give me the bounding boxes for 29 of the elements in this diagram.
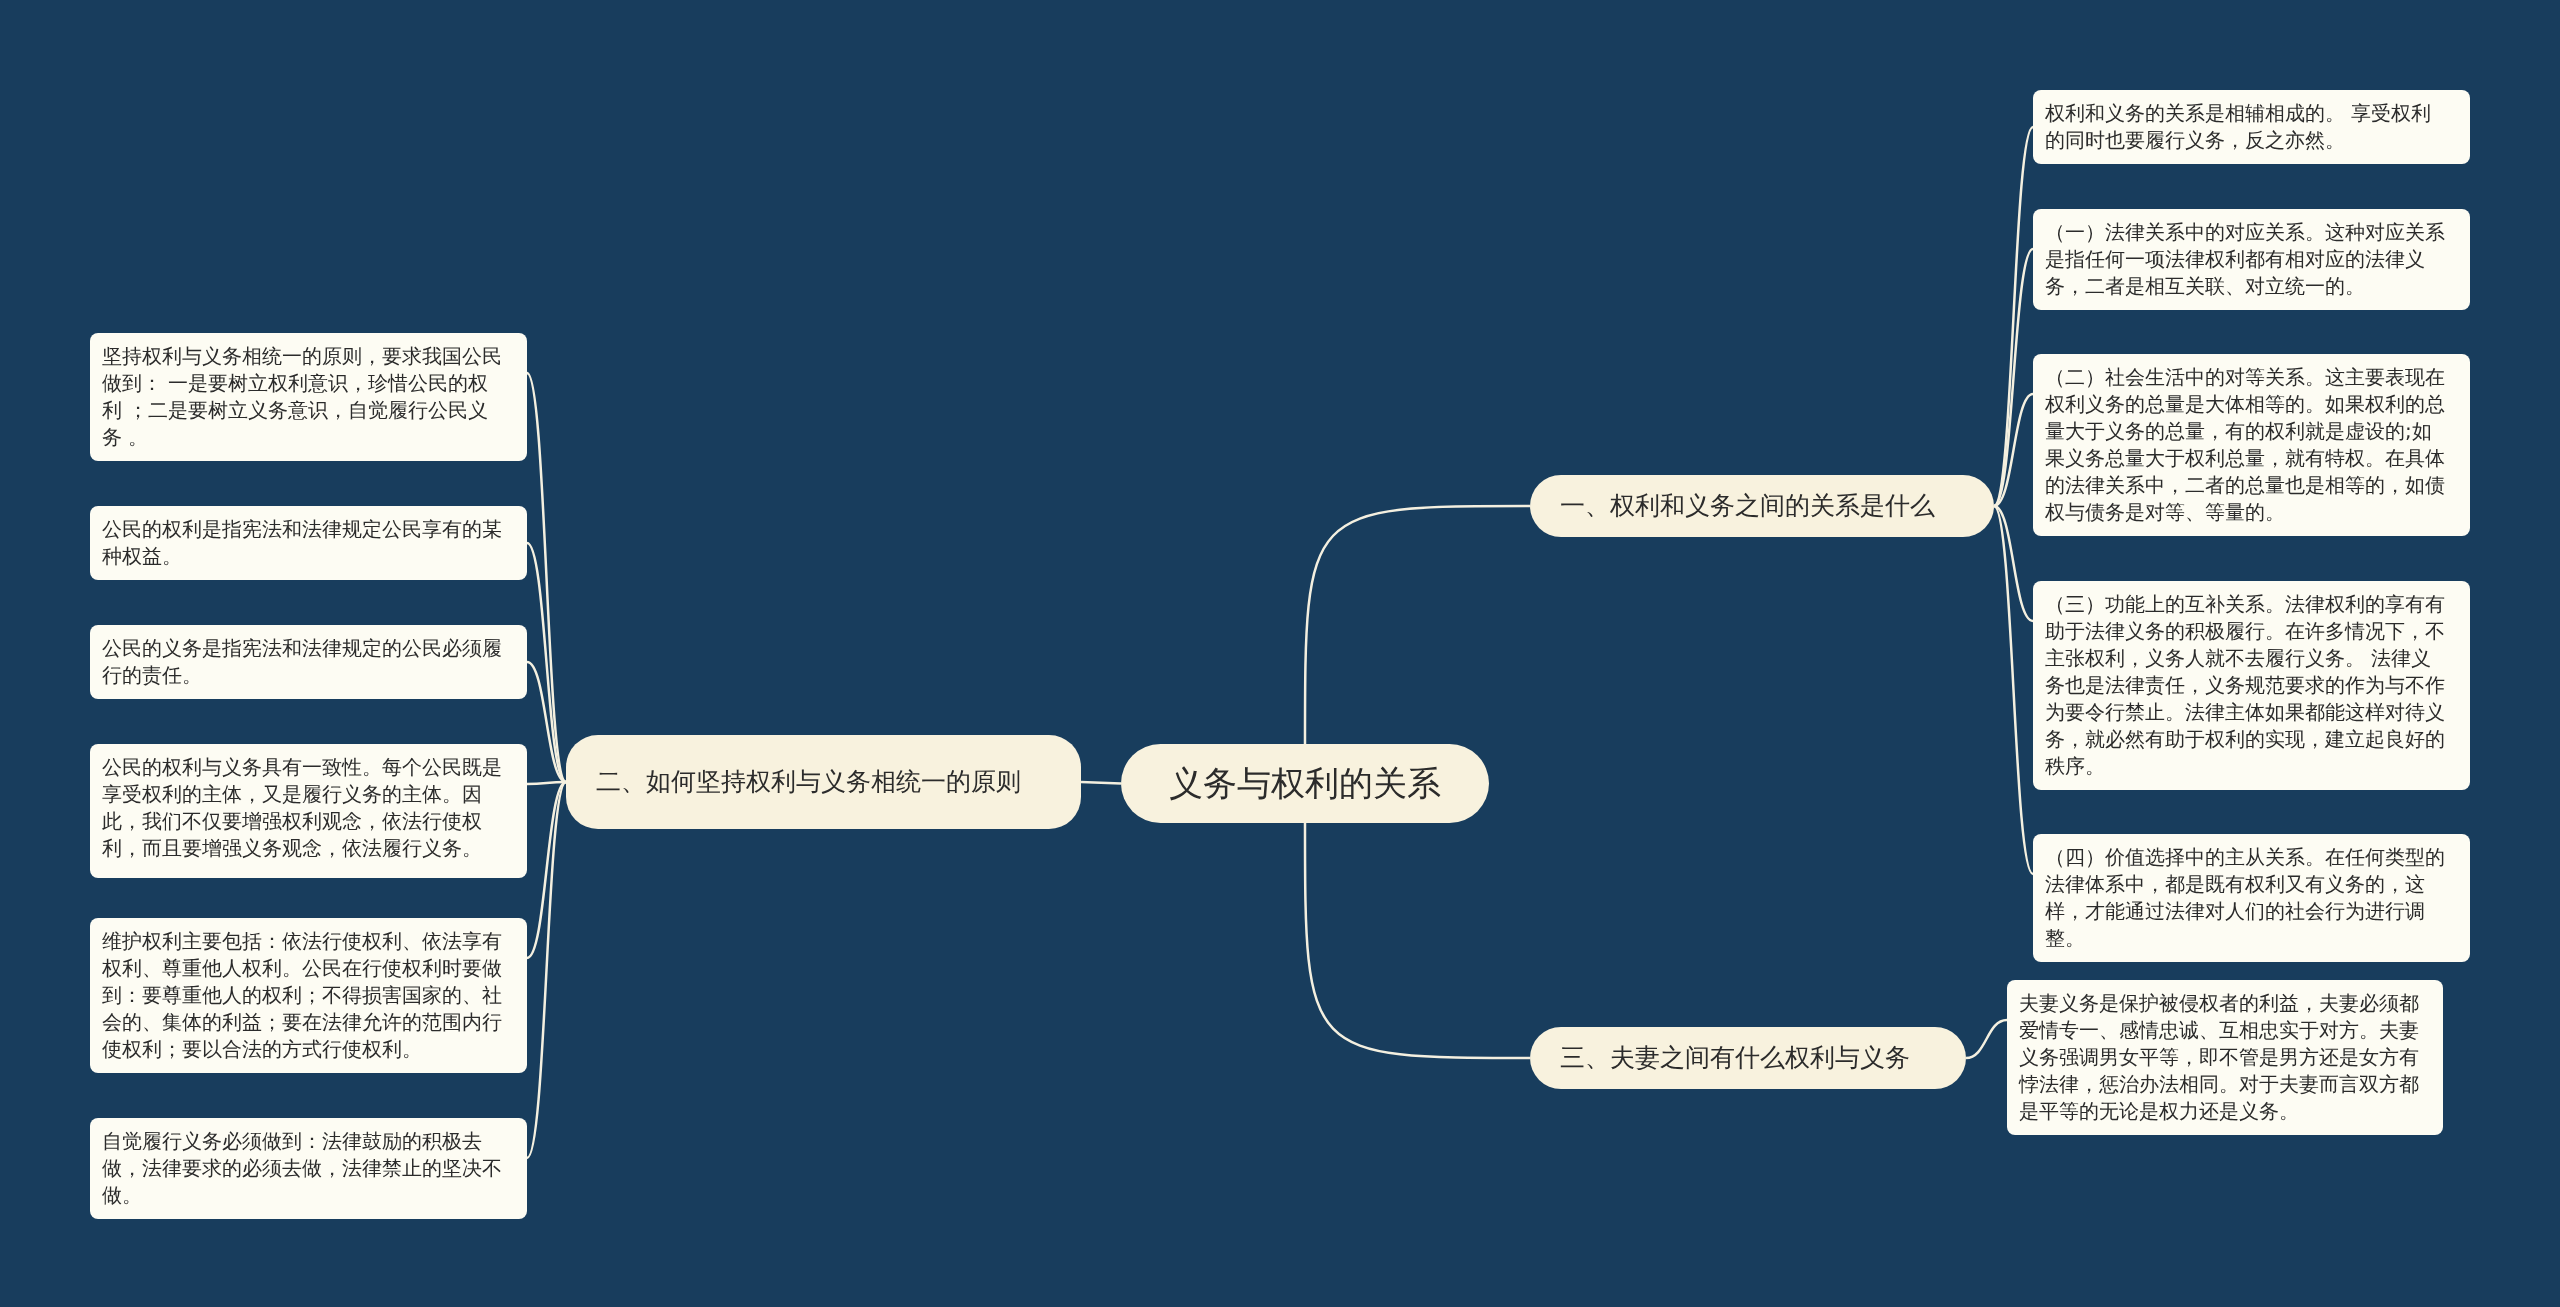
note-card: 坚持权利与义务相统一的原则，要求我国公民做到： 一是要树立权利意识，珍惜公民的权利 ；二是要树立义务意识，自觉履行公民义务 。 — [90, 333, 527, 461]
branch-topic: 三、夫妻之间有什么权利与义务 — [1530, 1027, 1966, 1089]
note-card: 夫妻义务是保护被侵权者的利益，夫妻必须都爱情专一、感情忠诚、互相忠实于对方。夫妻义务强调男女平等，即不管是男方还是女方有悖法律，惩治办法相同。对于夫妻而言双方都是平等的无论是权力还是义务。 — [2007, 980, 2443, 1135]
note-card: （一）法律关系中的对应关系。这种对应关系是指任何一项法律权利都有相对应的法律义务，二者是相互关联、对立统一的。 — [2033, 209, 2470, 310]
branch-topic: 二、如何坚持权利与义务相统一的原则 — [566, 735, 1081, 829]
note-card: 公民的权利是指宪法和法律规定公民享有的某种权益。 — [90, 506, 527, 580]
note-card: 维护权利主要包括：依法行使权利、依法享有权利、尊重他人权利。公民在行使权利时要做到：要尊重他人的权利；不得损害国家的、社会的、集体的利益；要在法律允许的范围内行使权利；要以合法的方式行使权利。 — [90, 918, 527, 1073]
connector-line — [526, 781, 567, 959]
connector-line — [1993, 392, 2034, 508]
note-card: （三）功能上的互补关系。法律权利的享有有助于法律义务的积极履行。在许多情况下，不主张权利，义务人就不去履行义务。 法律义务也是法律责任，义务规范要求的作为与不作为要令行禁止。法律主体如果都能这样对待义务，就必然有助于权利的实现，建立起良好的秩序。 — [2033, 581, 2470, 790]
note-card: 自觉履行义务必须做到：法律鼓励的积极去做，法律要求的必须去做，法律禁止的坚决不做。 — [90, 1118, 527, 1219]
connector-line — [1992, 126, 2035, 507]
branch-topic: 一、权利和义务之间的关系是什么 — [1530, 475, 1994, 537]
note-card: 权利和义务的关系是相辅相成的。 享受权利的同时也要履行义务，反之亦然。 — [2033, 90, 2470, 164]
central-topic: 义务与权利的关系 — [1121, 744, 1489, 823]
note-card: 公民的权利与义务具有一致性。每个公民既是享受权利的主体，又是履行义务的主体。因此，我们不仅要增强权利观念，依法行使权利，而且要增强义务观念，依法履行义务。 — [90, 744, 527, 878]
connector-line — [527, 780, 566, 786]
note-card: （二）社会生活中的对等关系。这主要表现在权利义务的总量是大体相等的。如果权利的总量大于义务的总量，有的权利就是虚设的;如果义务总量大于权利总量，就有特权。在具体的法律关系中，二者的总量也是相等的，如债权与债务是对等、等量的。 — [2033, 354, 2470, 536]
connector-line — [1303, 823, 1530, 1060]
connector-line — [526, 542, 567, 783]
connector-line — [1965, 1018, 2008, 1060]
connector-line — [1993, 504, 2034, 623]
connector-line — [1080, 780, 1122, 785]
connector-line — [1303, 504, 1530, 744]
note-card: （四）价值选择中的主从关系。在任何类型的法律体系中，都是既有权利又有义务的，这样，才能通过法律对人们的社会行为进行调整。 — [2033, 834, 2470, 962]
connector-line — [525, 781, 568, 1159]
connector-line — [1992, 505, 2035, 875]
connector-line — [1993, 248, 2034, 507]
note-card: 公民的义务是指宪法和法律规定的公民必须履行的责任。 — [90, 625, 527, 699]
